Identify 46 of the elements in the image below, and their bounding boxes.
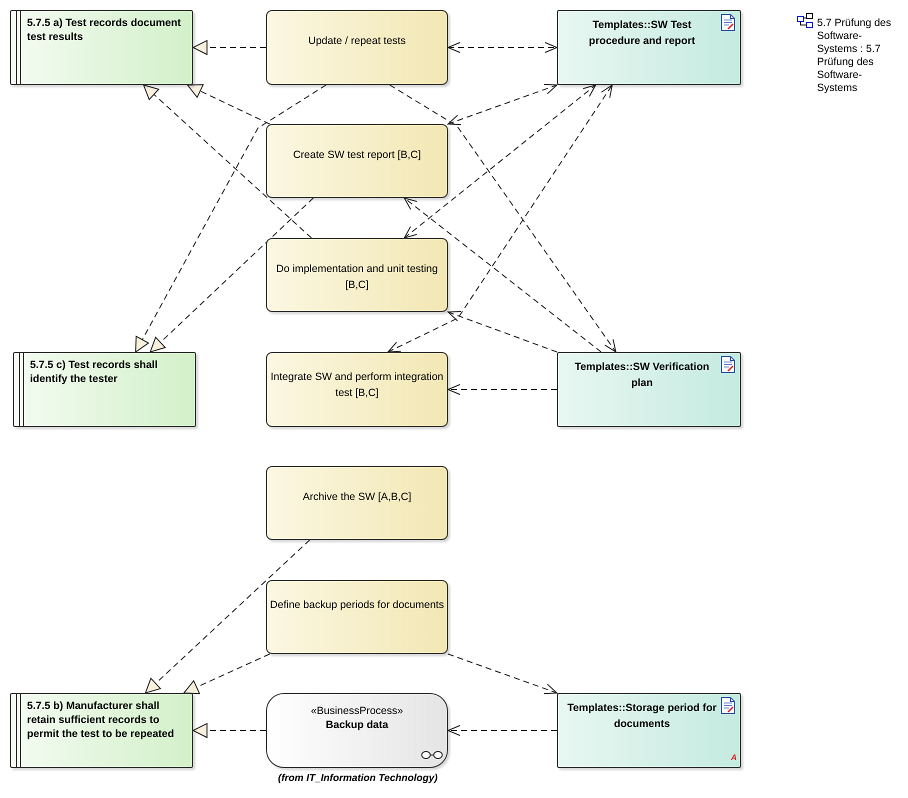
activity-box xyxy=(266,124,448,198)
realization-arrow xyxy=(187,84,270,124)
realization-arrow xyxy=(135,84,327,352)
activity-box xyxy=(266,352,448,427)
requirement-box xyxy=(10,10,193,85)
business-process-box xyxy=(266,693,448,768)
realization-arrow xyxy=(150,198,314,352)
node-label: Archive the SW [A,B,C] xyxy=(302,490,412,505)
dependency-arrow xyxy=(448,42,558,53)
node-label: Do implementation and unit testing [B,C] xyxy=(275,262,439,293)
node-label: Templates::SW Test procedure and report xyxy=(588,18,696,49)
realization-arrow xyxy=(192,40,266,55)
node-label: Define backup periods for documents xyxy=(269,598,445,613)
activity-box xyxy=(266,466,448,540)
dependency-arrow xyxy=(448,654,558,694)
node-label: 5.7.5 a) Test records document test results xyxy=(27,16,182,44)
dependency-arrow xyxy=(448,384,558,395)
node-label: 5.7.5 b) Manufacturer shall retain sufficient records to permit the test to be repeated xyxy=(27,699,176,741)
stereotype-label: «BusinessProcess» xyxy=(310,704,404,718)
activity-box xyxy=(266,580,448,654)
dependency-arrow xyxy=(448,310,558,352)
status-letter: A xyxy=(731,753,737,762)
dependency-arrow xyxy=(404,84,596,238)
dependency-arrow xyxy=(448,725,558,736)
activity-box xyxy=(266,238,448,312)
artifact-box xyxy=(557,693,741,768)
realization-arrow xyxy=(144,540,310,694)
node-label: Integrate SW and perform integration test [B,C] xyxy=(270,370,444,401)
node-label: Update / repeat tests xyxy=(307,34,407,49)
dependency-arrow xyxy=(448,84,558,126)
node-label: 5.7.5 c) Test records shall identify the tester xyxy=(30,358,159,386)
artifact-box xyxy=(557,352,741,427)
dependency-arrow xyxy=(404,198,602,352)
node-label: Templates::Storage period for documents xyxy=(566,701,718,732)
realization-arrow xyxy=(183,654,270,694)
source-note: (from IT_Information Technology) xyxy=(278,773,438,784)
node-label: Backup data xyxy=(324,718,390,732)
requirement-box xyxy=(10,693,193,768)
activity-box xyxy=(266,10,448,85)
artifact-box xyxy=(557,10,741,85)
realization-arrow xyxy=(192,723,266,738)
node-label: Templates::SW Verification plan xyxy=(574,360,710,391)
package-link-label: 5.7 Prüfung des Software-Systems : 5.7 Prüfung des Software-Systems xyxy=(817,17,892,95)
requirement-box xyxy=(13,352,196,427)
realization-arrow xyxy=(143,84,312,238)
node-label: Create SW test report [B,C] xyxy=(292,148,422,163)
